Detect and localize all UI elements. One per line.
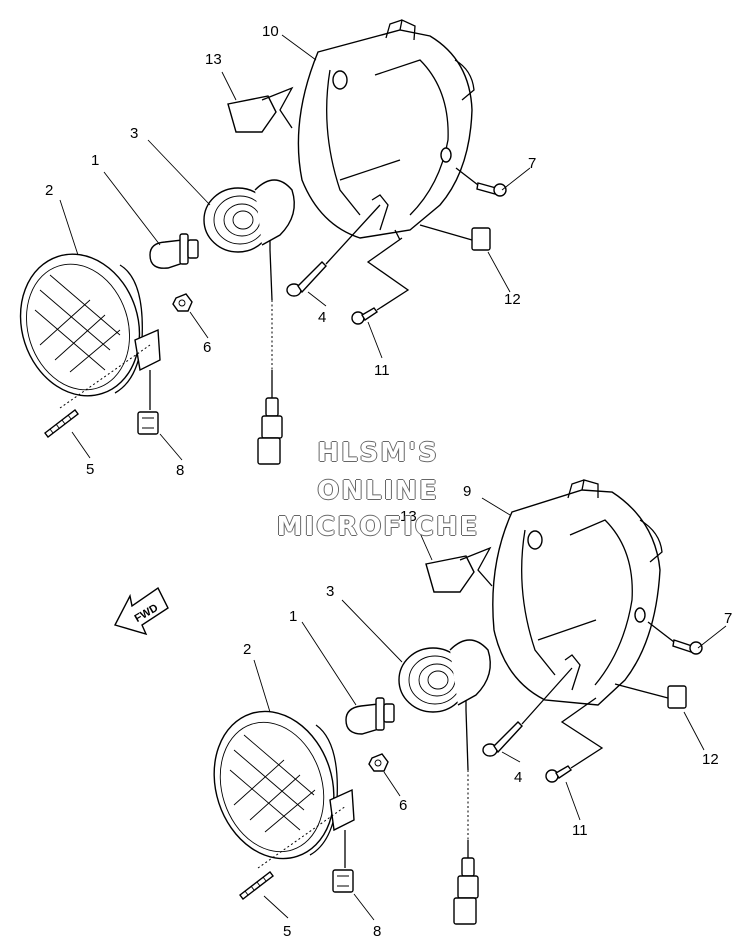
wire-lead-upper <box>257 249 283 465</box>
screw-4-lower <box>482 667 573 757</box>
callout-7-upper: 7 <box>528 155 536 172</box>
callout-6-lower: 6 <box>399 797 407 814</box>
watermark-line1: HLSM'S <box>317 438 439 468</box>
leader-lines-upper <box>59 34 531 461</box>
screw-4-upper <box>286 204 381 297</box>
callout-7-lower: 7 <box>724 610 732 627</box>
callout-3-lower: 3 <box>326 583 334 600</box>
screw-7-lower <box>647 621 703 655</box>
headlight-lens-lower <box>213 710 355 869</box>
callout-8-upper: 8 <box>176 462 184 479</box>
callout-13-upper: 13 <box>205 51 222 68</box>
callout-9-lower: 9 <box>463 483 471 500</box>
adjust-screw-lower <box>239 871 274 900</box>
upper-assembly: 13 3 1 2 10 4 6 7 5 8 11 12 <box>19 19 536 479</box>
screw-11-upper <box>351 237 410 325</box>
screw-11-lower <box>545 697 604 783</box>
callout-12-lower: 12 <box>702 751 719 768</box>
callout-11-lower: 11 <box>572 822 588 839</box>
fwd-arrow: FWD <box>113 586 169 636</box>
watermark-line3: MICROFICHE <box>276 512 480 542</box>
headlight-housing-upper <box>297 19 475 241</box>
damper-13-lower <box>425 546 493 593</box>
callout-1-upper: 1 <box>91 152 99 169</box>
clip-nut-upper <box>137 370 159 435</box>
bulb-lower <box>345 697 395 735</box>
headlight-housing-lower <box>492 479 663 706</box>
callout-1-lower: 1 <box>289 608 297 625</box>
clip-nut-lower <box>332 830 354 893</box>
clip-12-lower <box>614 683 687 709</box>
watermark-line2: ONLINE <box>317 476 439 506</box>
callout-13-lower: 13 <box>400 508 417 525</box>
callout-5-lower: 5 <box>283 923 291 940</box>
callout-2-upper: 2 <box>45 182 53 199</box>
bulb-socket-upper <box>203 179 295 253</box>
callout-5-upper: 5 <box>86 461 94 478</box>
callout-2-lower: 2 <box>243 641 251 658</box>
screw-7-upper <box>455 167 507 197</box>
headlight-lens-upper <box>19 253 161 409</box>
callout-10-upper: 10 <box>262 23 279 40</box>
leader-lines-lower <box>253 497 727 921</box>
adjust-screw-upper <box>44 409 79 438</box>
callout-4-upper: 4 <box>318 309 326 326</box>
nut-lower <box>368 753 389 772</box>
wire-lead-lower <box>453 709 479 925</box>
callout-12-upper: 12 <box>504 291 521 308</box>
callout-4-lower: 4 <box>514 769 522 786</box>
callout-3-upper: 3 <box>130 125 138 142</box>
callout-8-lower: 8 <box>373 923 381 940</box>
callout-11-upper: 11 <box>374 362 390 379</box>
nut-upper <box>172 293 193 312</box>
bulb-upper <box>149 233 199 269</box>
callout-6-upper: 6 <box>203 339 211 356</box>
damper-13-upper <box>227 86 294 133</box>
clip-12-upper <box>419 224 491 251</box>
lower-assembly: 9 13 3 1 2 7 4 6 12 11 5 8 <box>213 479 732 940</box>
bulb-socket-lower <box>398 639 491 713</box>
